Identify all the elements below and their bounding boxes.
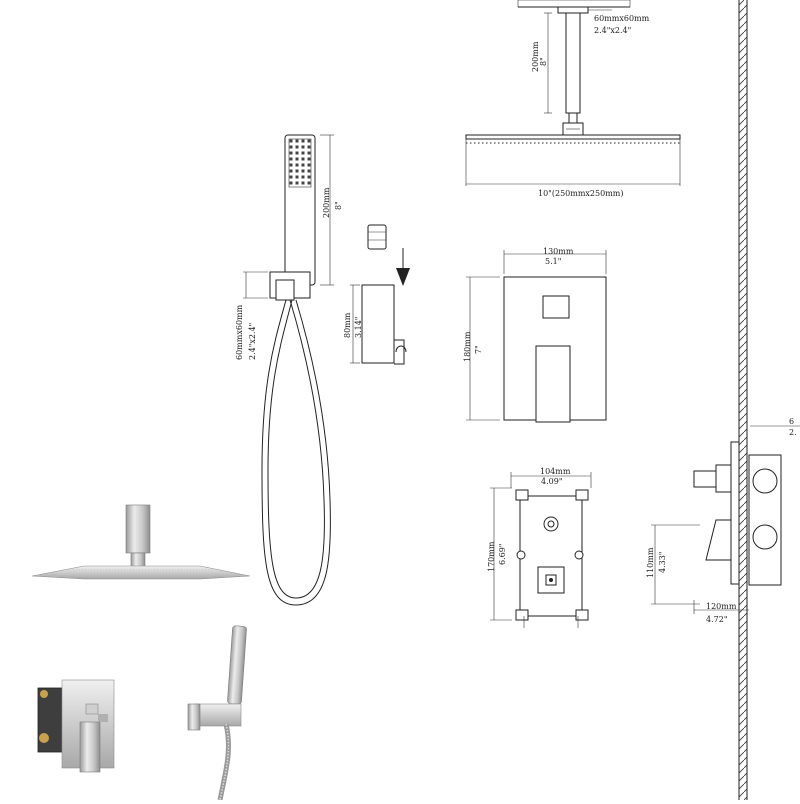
wall-section (738, 0, 748, 800)
holder-height-mm: 80mm (343, 312, 352, 338)
side-right-label-2: 2. (789, 428, 797, 437)
rain-head-width: 10"(250mmx250mm) (538, 189, 624, 198)
side-height-mm: 110mm (646, 547, 655, 578)
side-view-drawing: 6 2. 110mm 4.33" 120mm 4.72" (646, 417, 800, 624)
arm-length-in: 8" (539, 57, 548, 66)
valve-height-mm: 170mm (487, 541, 496, 572)
rain-shower-product-photo (31, 504, 251, 580)
hand-shower-length-in: 8" (334, 201, 343, 210)
elbow-size-in: 2.4"x2.4" (248, 323, 257, 360)
side-depth-in: 4.72" (706, 615, 728, 624)
arm-base-mm: 60mmx60mm (594, 14, 650, 23)
side-depth-mm: 120mm (706, 602, 737, 611)
valve-height-in: 6.69" (498, 544, 507, 566)
side-height-in: 4.33" (658, 552, 667, 574)
trim-plate-drawing: 130mm 5.1" 180mm 7" (463, 247, 607, 423)
hand-shower-product-photo (187, 625, 247, 801)
trim-width-in: 5.1" (545, 257, 561, 266)
trim-width-mm: 130mm (543, 247, 574, 256)
arm-length-mm: 200mm (531, 41, 540, 72)
ceiling-arm-drawing: 200mm 8" 60mmx60mm 2.4"x2.4" (517, 0, 650, 136)
valve-body-drawing: 104mm 4.09" 170mm 6.69" (487, 467, 592, 628)
hand-shower-drawing: 200mm 8" 60mmx60mm 2.4"x2.4" (235, 134, 343, 606)
elbow-size-mm: 60mmx60mm (235, 304, 244, 360)
hand-holder-drawing: 80mm 3.14" (343, 224, 410, 365)
valve-width-mm: 104mm (540, 467, 571, 476)
valve-trim-product-photo (37, 679, 115, 773)
hand-shower-length-mm: 200mm (322, 187, 331, 218)
holder-height-in: 3.14" (354, 317, 363, 339)
arm-base-in: 2.4"x2.4" (594, 26, 631, 35)
valve-width-in: 4.09" (541, 477, 563, 486)
trim-height-in: 7" (474, 345, 483, 354)
trim-height-mm: 180mm (463, 331, 472, 362)
rain-shower-head-drawing: 10"(250mmx250mm) (465, 134, 681, 198)
side-right-label-1: 6 (789, 417, 794, 426)
